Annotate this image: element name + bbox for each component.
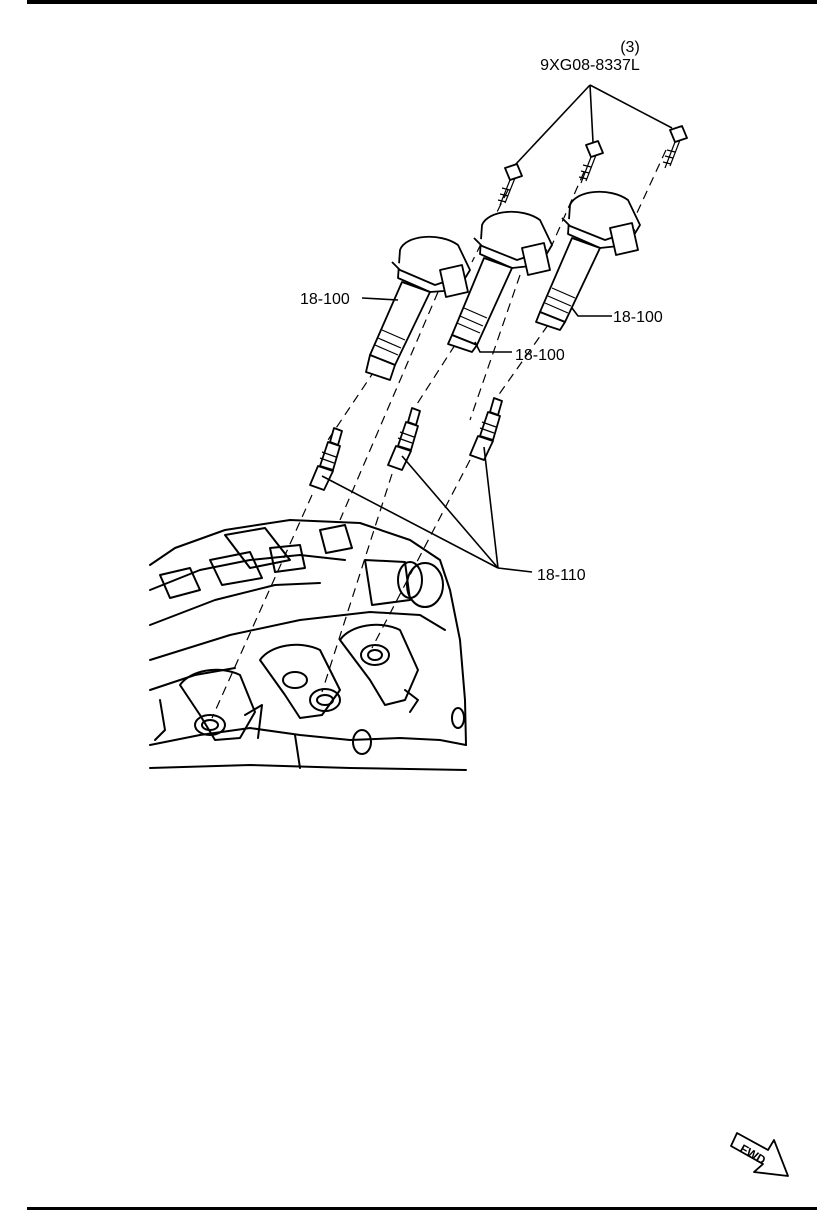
bolt-middle xyxy=(578,140,604,184)
bottom-border-rule xyxy=(27,1207,817,1210)
spark-plug-middle xyxy=(387,407,421,471)
ignition-coil-left xyxy=(365,235,471,381)
ignition-coil-middle xyxy=(447,210,553,353)
top-border-rule xyxy=(27,0,817,4)
assembly-guide-lines xyxy=(211,149,667,719)
bolt-quantity-label: (3) xyxy=(620,39,640,56)
spark-plug-left xyxy=(309,427,343,491)
coil-mounting-bolts xyxy=(497,125,688,206)
coil-middle-part-label: 18-100 xyxy=(515,347,565,364)
fwd-direction-arrow-icon: FWD xyxy=(730,1132,789,1177)
leader-lines xyxy=(321,84,673,573)
ignition-coil-right xyxy=(535,190,641,331)
spark-plug-right xyxy=(469,397,503,461)
bolt-part-number-label: 9XG08-8337L xyxy=(540,57,640,74)
bolt-right xyxy=(662,125,688,169)
bolt-left xyxy=(497,163,523,206)
coil-right-part-label: 18-100 xyxy=(613,309,663,326)
spark-plug-part-label: 18-110 xyxy=(537,567,586,584)
coil-left-part-label: 18-100 xyxy=(300,291,350,308)
cylinder-head-illustration xyxy=(149,519,467,771)
